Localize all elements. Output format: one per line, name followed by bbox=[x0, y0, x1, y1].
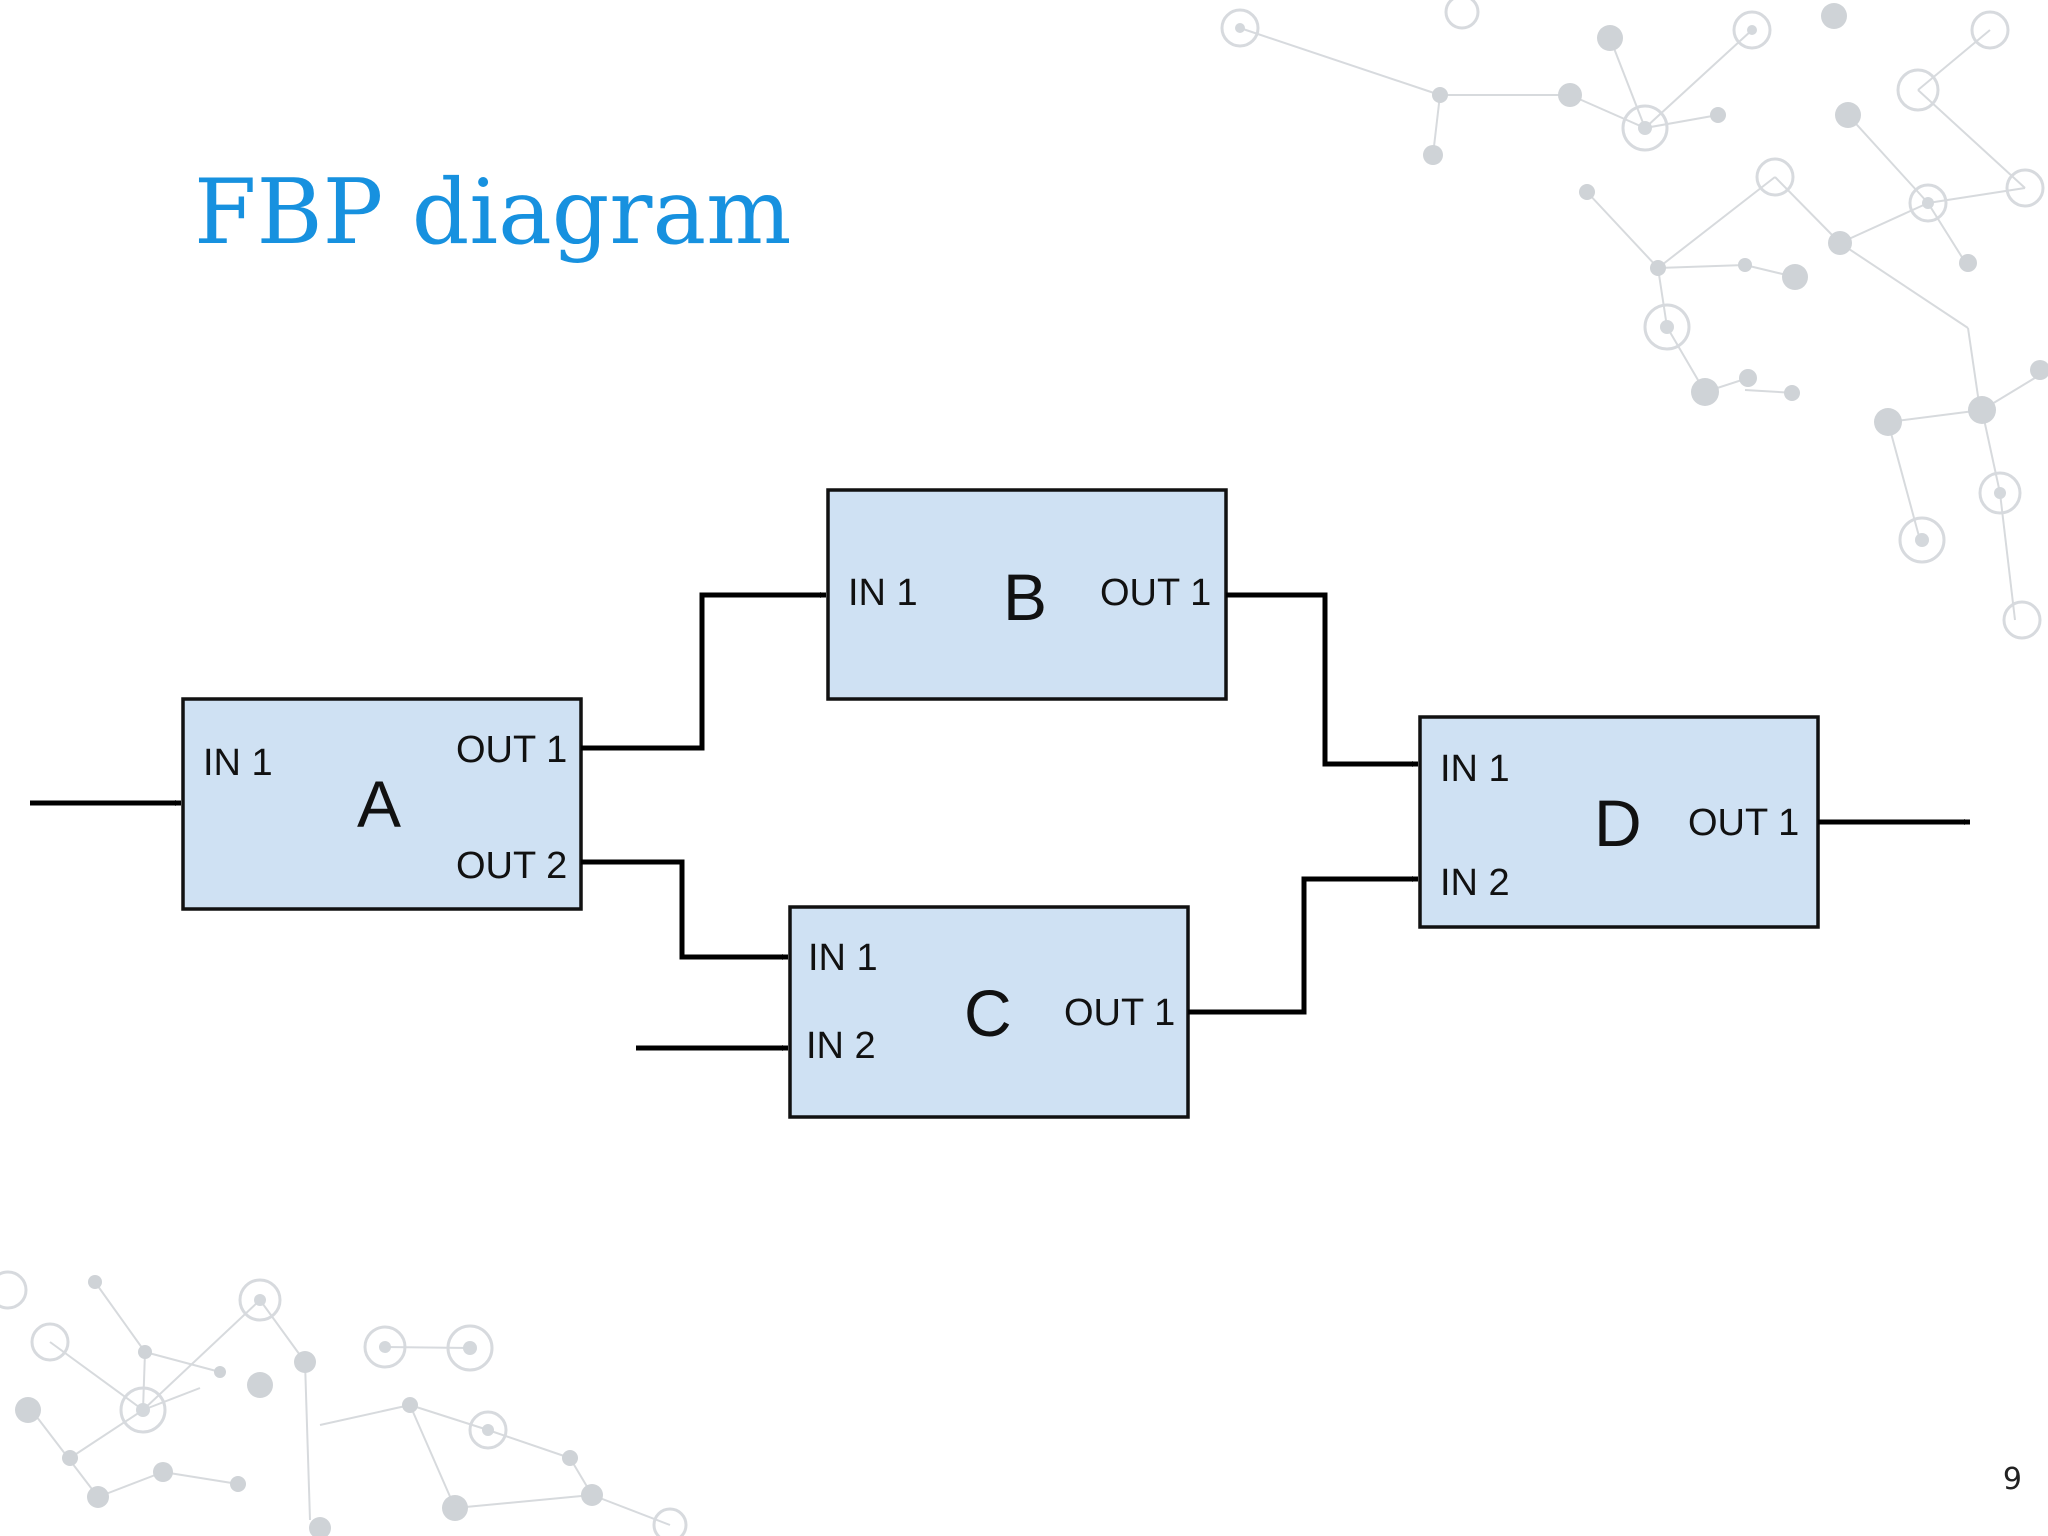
node-d: IN 1 IN 2 D OUT 1 bbox=[1418, 715, 1820, 929]
node-c: IN 1 IN 2 C OUT 1 bbox=[788, 905, 1190, 1119]
slide-title: FBP diagram bbox=[194, 160, 792, 265]
node-d-box bbox=[1418, 715, 1820, 929]
node-a-name: A bbox=[357, 767, 401, 841]
node-a-box bbox=[181, 697, 583, 911]
node-c-output-1: OUT 1 bbox=[1064, 992, 1175, 1034]
node-a-input-1: IN 1 bbox=[203, 742, 273, 784]
node-b-input-1: IN 1 bbox=[848, 572, 918, 614]
node-c-input-1: IN 1 bbox=[808, 937, 878, 979]
node-a: IN 1 A OUT 1 OUT 2 bbox=[181, 697, 583, 911]
connection-a-out2-to-c-in1 bbox=[581, 859, 788, 960]
node-b-output-1: OUT 1 bbox=[1100, 572, 1211, 614]
node-b: IN 1 B OUT 1 bbox=[826, 488, 1228, 701]
node-d-name: D bbox=[1594, 786, 1642, 860]
node-a-output-1: OUT 1 bbox=[456, 729, 567, 771]
connection-b-out1-to-d-in1 bbox=[1226, 592, 1418, 767]
node-d-output-1: OUT 1 bbox=[1688, 802, 1799, 844]
node-b-name: B bbox=[1003, 560, 1047, 634]
node-c-box bbox=[788, 905, 1190, 1119]
node-c-input-2: IN 2 bbox=[806, 1025, 876, 1067]
node-b-box bbox=[826, 488, 1228, 701]
node-a-output-2: OUT 2 bbox=[456, 845, 567, 887]
connection-a-out1-to-b-in1 bbox=[581, 592, 826, 751]
page-number: 9 bbox=[2002, 1462, 2022, 1497]
node-d-input-1: IN 1 bbox=[1440, 748, 1510, 790]
connection-c-out1-to-d-in2 bbox=[1188, 876, 1418, 1015]
node-c-name: C bbox=[964, 976, 1012, 1050]
node-d-input-2: IN 2 bbox=[1440, 862, 1510, 904]
